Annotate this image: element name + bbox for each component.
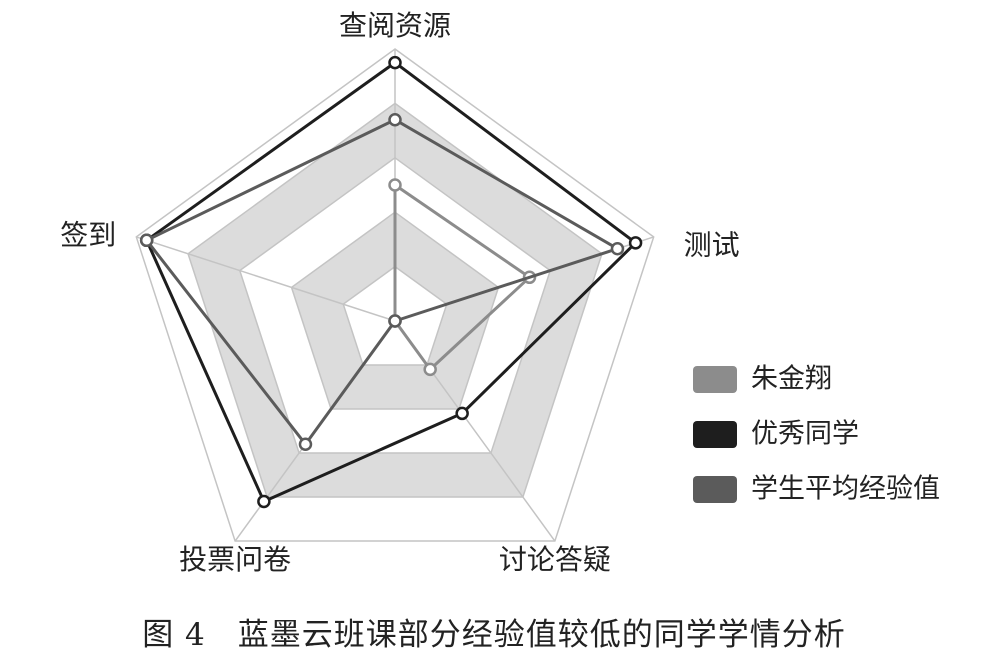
legend-swatch [693, 366, 737, 393]
axis-label: 签到 [60, 218, 116, 251]
legend-swatch [693, 421, 737, 448]
data-point [298, 437, 313, 451]
data-point [388, 178, 402, 192]
data-point [610, 241, 625, 256]
legend-label: 朱金翔 [751, 364, 832, 395]
data-point [388, 55, 402, 70]
grid-ring [135, 48, 655, 542]
legend-label: 学生平均经验值 [751, 474, 940, 505]
legend-label: 优秀同学 [751, 419, 859, 450]
data-point [455, 406, 469, 421]
radar-series [139, 55, 643, 509]
data-point [423, 362, 437, 377]
series-line [145, 118, 619, 446]
grid-ring [238, 156, 552, 454]
grid-ring [342, 265, 448, 366]
data-point [388, 112, 402, 127]
axis-spoke [136, 236, 396, 322]
legend-swatch [693, 476, 737, 503]
grid-ring [290, 211, 500, 410]
series-line [145, 61, 638, 503]
data-point [257, 494, 271, 509]
data-point [388, 314, 402, 328]
data-point [628, 236, 643, 250]
grid-ring [187, 102, 603, 498]
axis-label: 测试 [684, 228, 740, 261]
axis-label: 讨论答疑 [499, 543, 611, 576]
axis-label: 查阅资源 [339, 9, 451, 42]
data-point [139, 233, 154, 248]
axis-label: 投票问卷 [179, 543, 291, 576]
figure-caption: 图 4 蓝墨云班课部分经验值较低的同学学情分析 [142, 617, 846, 653]
